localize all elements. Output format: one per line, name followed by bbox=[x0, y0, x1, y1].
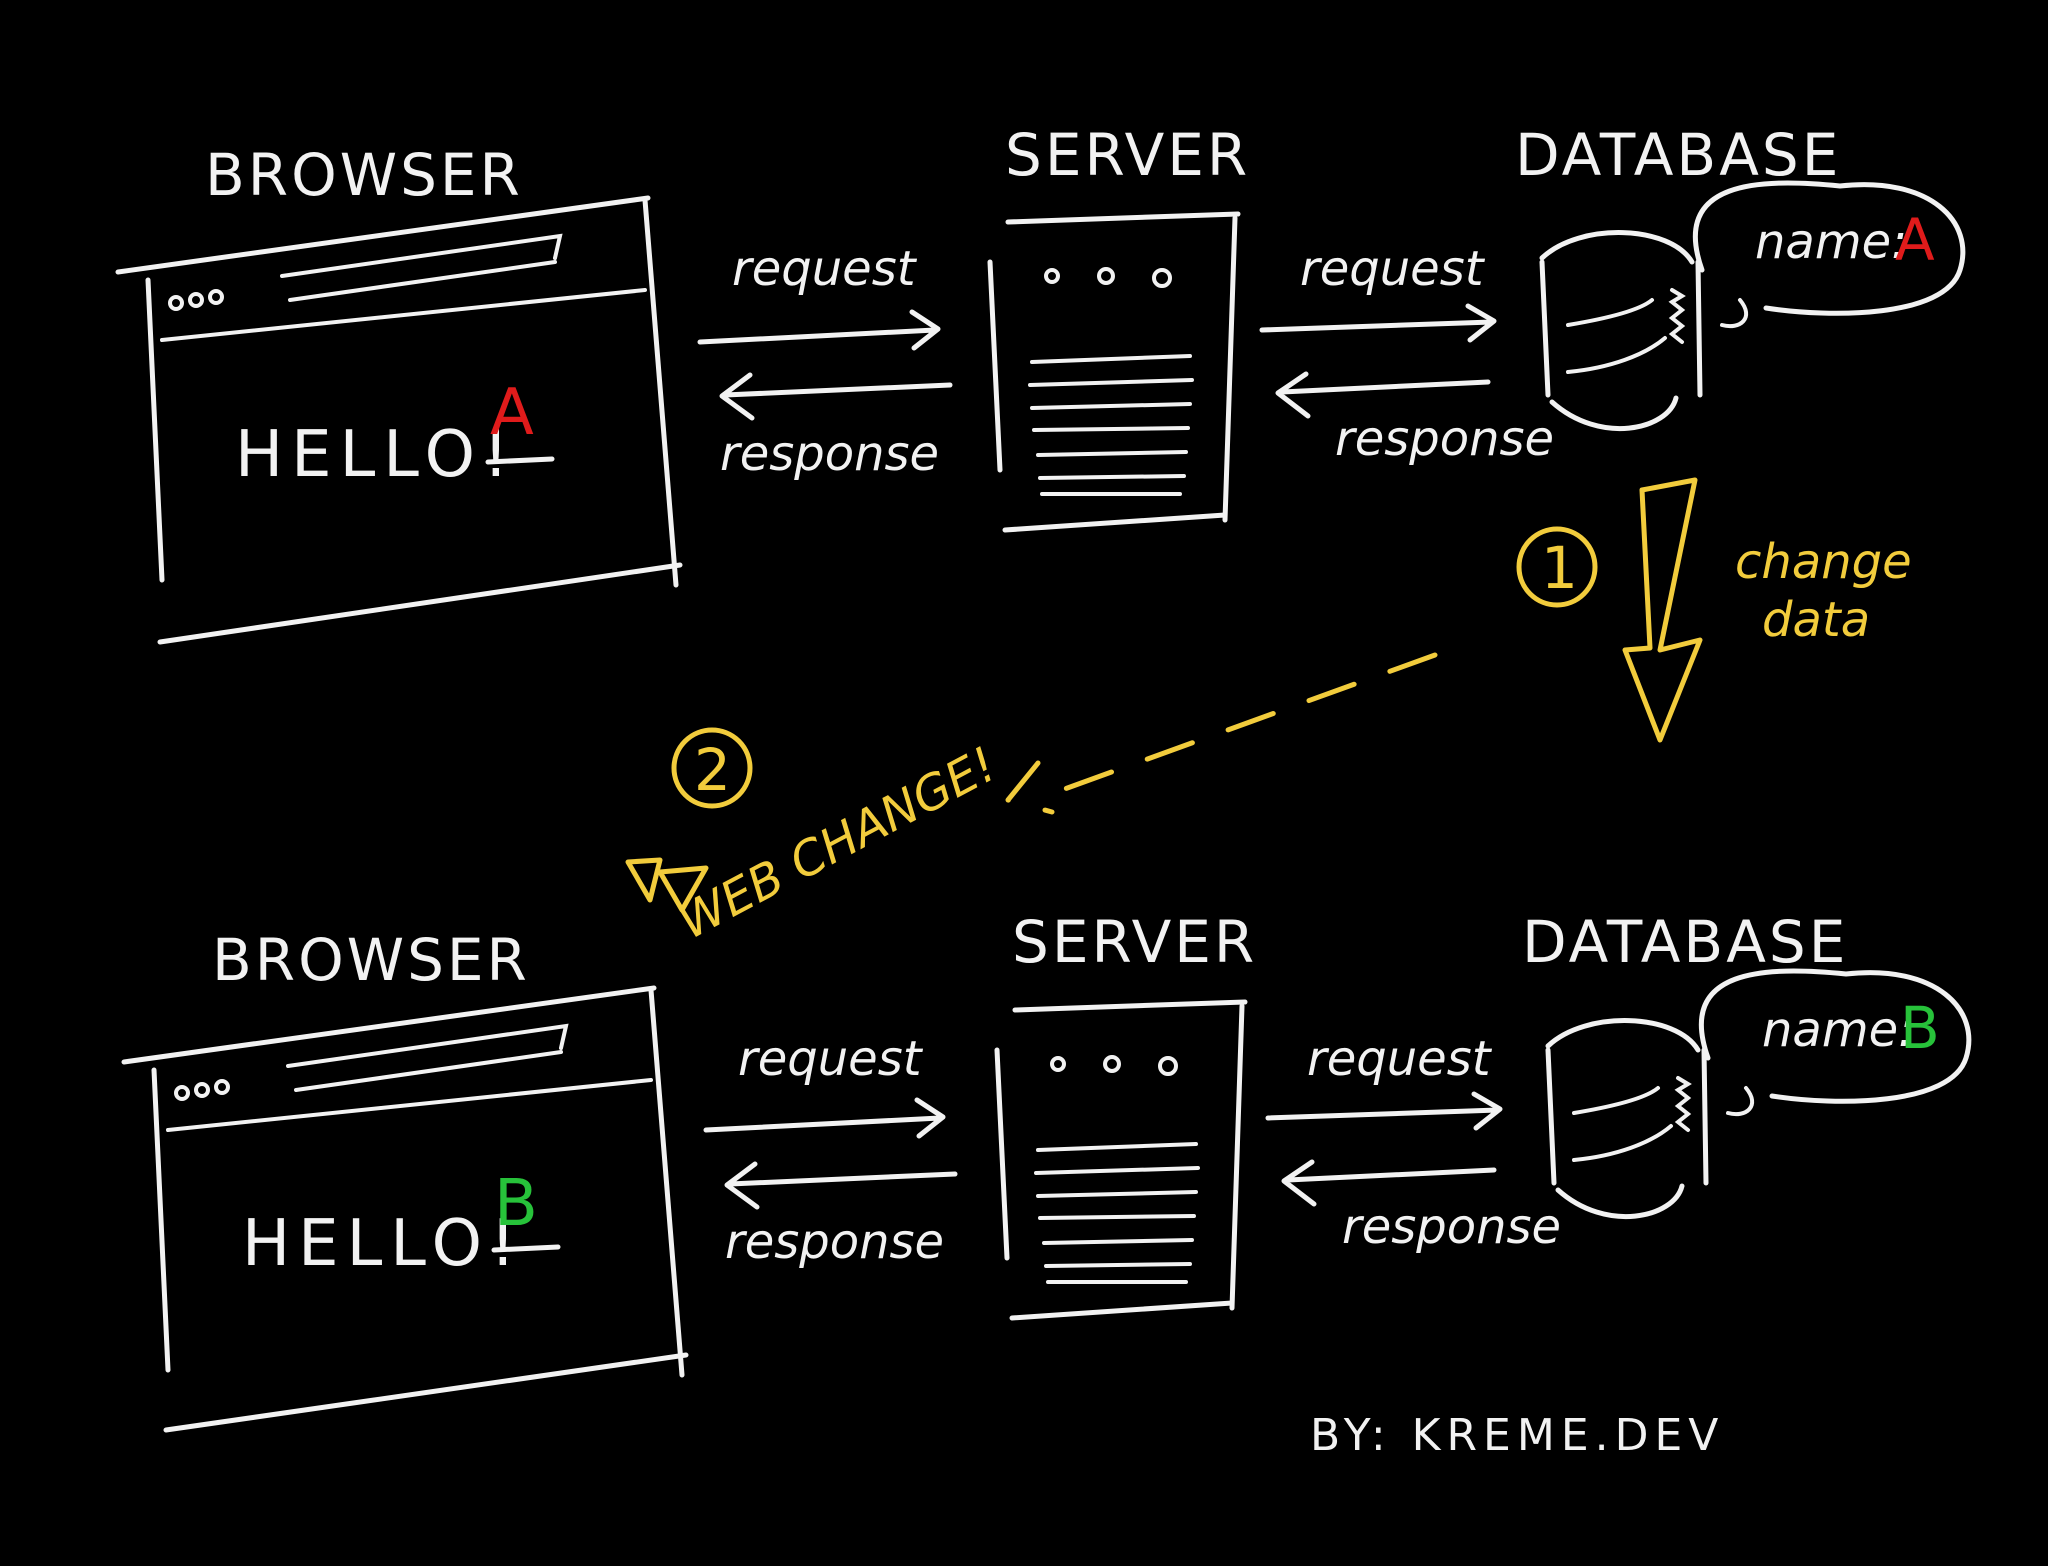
top-address-bar bbox=[280, 233, 563, 302]
bottom-window-dot-icon bbox=[194, 1082, 210, 1098]
top-request-arrow-1 bbox=[697, 309, 941, 351]
bottom-row: BROWSER SERVER DATABASE HELLO! B request… bbox=[121, 908, 1972, 1433]
bottom-record-key: name: bbox=[1762, 1002, 1914, 1058]
bottom-window-dot-icon bbox=[214, 1079, 230, 1095]
change-data-line-1: change bbox=[1735, 534, 1912, 590]
top-record-value: A bbox=[1895, 206, 1938, 274]
top-value-underline bbox=[485, 456, 555, 465]
top-browser-server-arrows: request response bbox=[697, 241, 953, 482]
top-response-arrow-1 bbox=[719, 372, 953, 421]
step-2-circle-icon bbox=[671, 727, 753, 809]
top-response-label-2: response bbox=[1335, 411, 1554, 467]
top-server-title: SERVER bbox=[1005, 121, 1250, 189]
bottom-browser-window: HELLO! B bbox=[121, 985, 689, 1433]
change-data-line-2: data bbox=[1762, 592, 1870, 648]
bottom-request-label-2: request bbox=[1307, 1031, 1493, 1087]
step-1-circle-icon bbox=[1516, 526, 1598, 608]
top-row: BROWSER SERVER DATABASE HELLO! A request… bbox=[115, 121, 1966, 645]
top-database-icon bbox=[1539, 230, 1703, 432]
top-request-label-2: request bbox=[1300, 241, 1486, 297]
bottom-browser-server-arrows: request response bbox=[703, 1031, 958, 1270]
bottom-request-label-1: request bbox=[738, 1031, 924, 1087]
bottom-request-arrow-1 bbox=[703, 1097, 946, 1139]
bottom-server-database-arrows: request response bbox=[1265, 1031, 1561, 1255]
step-1-number: 1 bbox=[1541, 534, 1581, 602]
transition-annotations: 1 change data 2 WEB CHANGE! bbox=[625, 477, 1912, 951]
top-record-bubble: name: A bbox=[1693, 180, 1966, 329]
bottom-response-arrow-2 bbox=[1281, 1159, 1497, 1207]
bottom-browser-title: BROWSER bbox=[212, 926, 530, 994]
bottom-database-title: DATABASE bbox=[1522, 908, 1848, 976]
top-window-dot-icon bbox=[168, 295, 184, 311]
credit-text: BY: KREME.DEV bbox=[1310, 1410, 1724, 1461]
bottom-record-value: B bbox=[1900, 994, 1943, 1062]
web-change-dashed-arrow bbox=[1005, 652, 1438, 815]
bottom-window-dot-icon bbox=[174, 1085, 190, 1101]
step-2-number: 2 bbox=[694, 736, 734, 804]
bottom-value-underline bbox=[491, 1244, 561, 1253]
top-response-label-1: response bbox=[720, 426, 939, 482]
top-server-icon bbox=[987, 211, 1241, 533]
bottom-server-title: SERVER bbox=[1012, 908, 1257, 976]
top-request-label-1: request bbox=[732, 241, 918, 297]
top-hello-text: HELLO! bbox=[235, 418, 517, 492]
top-browser-window: HELLO! A bbox=[115, 195, 683, 645]
bottom-request-arrow-2 bbox=[1265, 1091, 1503, 1131]
bottom-response-label-1: response bbox=[725, 1214, 944, 1270]
top-request-arrow-2 bbox=[1259, 303, 1497, 343]
bottom-server-icon bbox=[994, 999, 1248, 1321]
top-record-key: name: bbox=[1755, 214, 1907, 270]
bottom-response-arrow-1 bbox=[724, 1161, 958, 1210]
top-server-database-arrows: request response bbox=[1259, 241, 1554, 467]
bottom-response-label-2: response bbox=[1342, 1199, 1561, 1255]
bottom-hello-value: B bbox=[494, 1167, 546, 1241]
bottom-database-icon bbox=[1545, 1018, 1709, 1220]
bottom-address-bar bbox=[286, 1023, 569, 1092]
top-response-arrow-2 bbox=[1275, 371, 1491, 419]
top-browser-title: BROWSER bbox=[205, 141, 523, 209]
play-triangles-icon bbox=[625, 857, 709, 913]
top-window-dot-icon bbox=[208, 289, 224, 305]
top-database-title: DATABASE bbox=[1515, 121, 1841, 189]
bottom-record-bubble: name: B bbox=[1699, 968, 1972, 1117]
change-data-arrow-icon bbox=[1622, 477, 1703, 743]
top-window-dot-icon bbox=[188, 292, 204, 308]
top-hello-value: A bbox=[490, 376, 542, 450]
bottom-hello-text: HELLO! bbox=[242, 1207, 524, 1281]
